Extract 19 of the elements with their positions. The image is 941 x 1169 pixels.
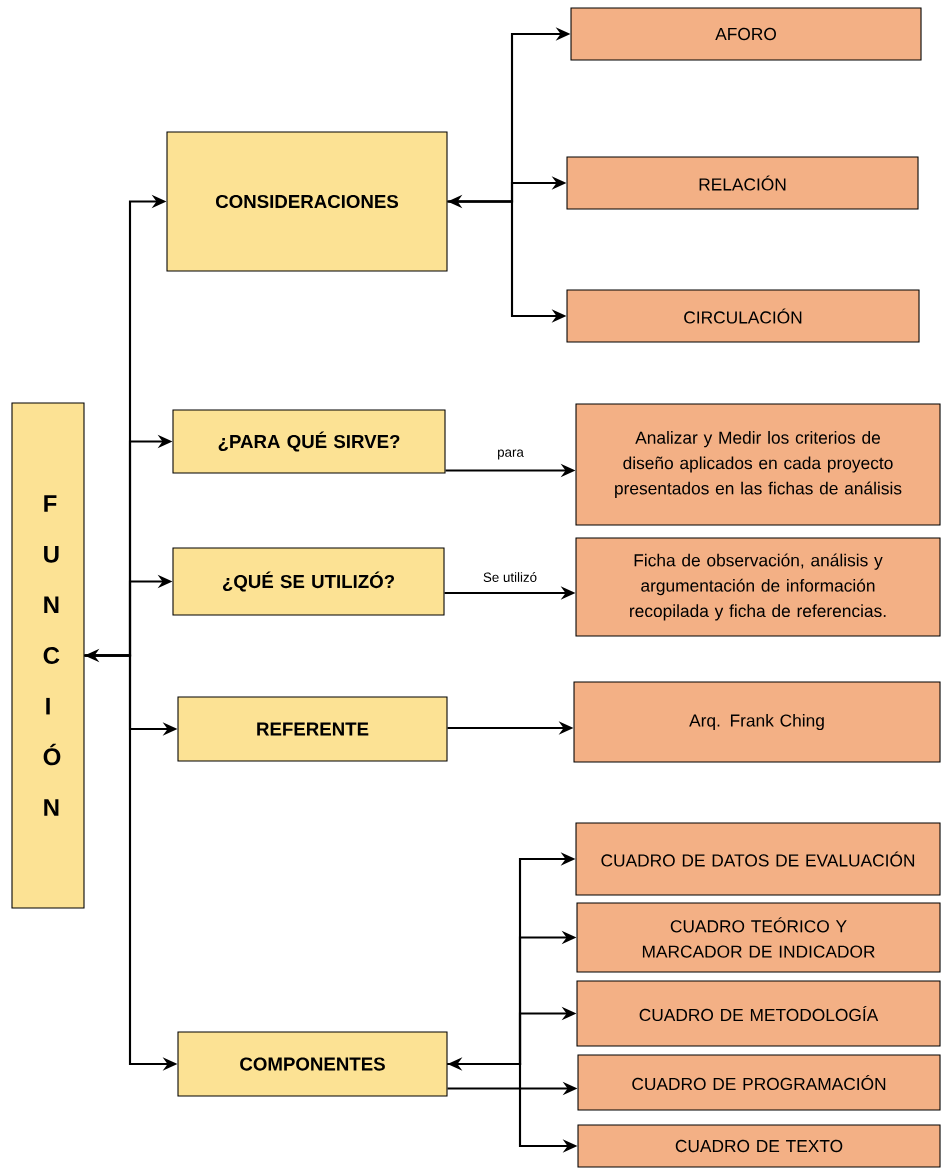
detail-box: Arq. Frank Ching — [573, 681, 941, 763]
category-box: ¿PARA QUÉ SIRVE? — [172, 409, 446, 474]
detail-box: CUADRO DE METODOLOGÍA — [576, 980, 941, 1047]
category-box: CONSIDERACIONES — [166, 131, 448, 272]
detail-box: Ficha de observación, análisis y argumentación de información recopilada y ficha de referencias. — [575, 537, 941, 637]
detail-box: CUADRO TEÓRICO Y MARCADOR DE INDICADOR — [576, 902, 941, 973]
category-box: REFERENTE — [177, 696, 448, 762]
edge-label: para — [495, 448, 526, 461]
title-bar: F U N C I Ó N — [11, 402, 85, 909]
detail-box: CUADRO DE DATOS DE EVALUACIÓN — [575, 822, 941, 896]
detail-box: RELACIÓN — [566, 156, 919, 210]
category-box: ¿QUÉ SE UTILIZÓ? — [172, 547, 445, 616]
detail-box: CIRCULACIÓN — [566, 289, 920, 343]
detail-box: CUADRO DE TEXTO — [577, 1124, 941, 1168]
category-box: COMPONENTES — [177, 1031, 448, 1097]
detail-box: CUADRO DE PROGRAMACIÓN — [577, 1054, 941, 1111]
detail-box: AFORO — [570, 7, 922, 61]
edge-label: Se utilizó — [481, 570, 539, 584]
detail-box: Analizar y Medir los criterios de diseño aplicados en cada proyecto presentados en las fichas de análisis — [575, 403, 941, 526]
